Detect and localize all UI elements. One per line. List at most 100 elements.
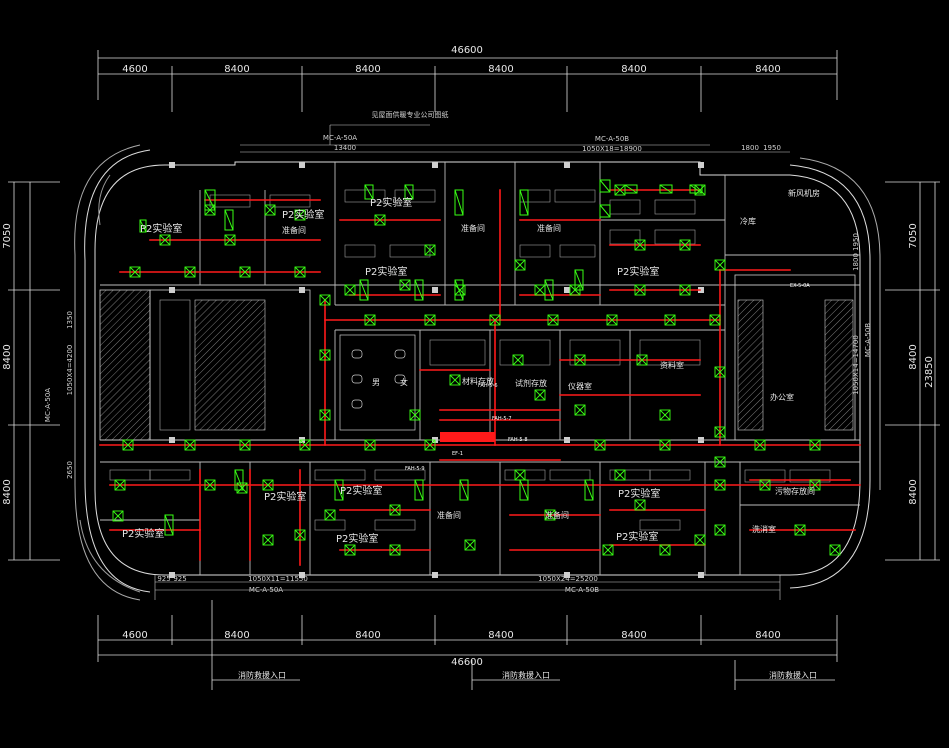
diffuser <box>344 544 356 556</box>
equipment-box <box>609 229 641 245</box>
equipment-box <box>639 339 701 366</box>
diffuser <box>606 314 618 326</box>
right-spacing: 1050X14=14700 <box>852 335 860 395</box>
bottom-bay-label: 8400 <box>755 630 780 641</box>
bottom-total-width-label: 46600 <box>451 657 483 668</box>
entrance-label-1: 消防救援入口 <box>238 670 286 680</box>
room-label-lab-1: P2实验室 <box>140 222 182 235</box>
equipment-box <box>429 339 486 366</box>
diffuser <box>239 439 251 451</box>
air-diffusers <box>112 184 841 556</box>
bottom-left-tag: MC-A-50A <box>249 586 283 594</box>
equipment-box <box>654 229 696 245</box>
column-marker <box>564 572 570 578</box>
top-annotation-lines <box>240 124 790 153</box>
exhaust-hood <box>234 469 244 491</box>
bottom-annotation-lines <box>154 575 781 600</box>
column-marker <box>698 572 704 578</box>
top-bay-label: 8400 <box>355 64 380 75</box>
diffuser <box>294 266 306 278</box>
right-dim-b: 1950 <box>852 233 860 251</box>
room-label-lab-11: P2实验室 <box>616 530 658 543</box>
right-tag: MC-A-50B <box>864 323 872 357</box>
column-marker <box>698 287 704 293</box>
column-marker <box>432 162 438 168</box>
exhaust-hood <box>164 514 174 536</box>
top-note: 见屋面供暖专业公司图纸 <box>372 110 449 119</box>
column-marker <box>299 162 305 168</box>
left-dim-3: 8400 <box>2 479 13 504</box>
room-label-prep-1: 准备间 <box>461 223 485 233</box>
diffuser <box>534 284 546 296</box>
diffuser <box>319 294 331 306</box>
duct-tag-3: FAH-5-8 <box>508 437 528 443</box>
diffuser <box>714 524 726 536</box>
diffuser <box>694 534 706 546</box>
bottom-dim-b: 925 <box>173 575 186 583</box>
equipment-box <box>554 189 596 203</box>
diffuser <box>759 479 771 491</box>
exhaust-hood <box>204 189 216 211</box>
duct-tag-4: FAH-5-9 <box>405 466 425 472</box>
bottom-bay-label: 8400 <box>224 630 249 641</box>
diffuser <box>636 354 648 366</box>
room-label-prep-4: 准备间 <box>437 510 461 520</box>
diffuser <box>544 509 556 521</box>
equipment-box <box>519 244 551 258</box>
main-air-handler <box>440 432 495 442</box>
room-label-lab-4: P2实验室 <box>365 265 407 278</box>
left-dim-1: 7050 <box>2 223 13 248</box>
diffuser <box>424 244 436 256</box>
diffuser <box>679 239 691 251</box>
bottom-dim-a: 925 <box>157 575 170 583</box>
top-dimension-lines <box>97 50 838 112</box>
equipment-box <box>374 519 416 531</box>
diffuser <box>512 354 524 366</box>
left-dim-a: 2650 <box>66 461 74 479</box>
entrance-label-2: 消防救援入口 <box>502 670 550 680</box>
equipment-box <box>549 469 591 481</box>
room-label-lab-9: P2实验室 <box>336 532 378 545</box>
total-width-label: 46600 <box>451 45 483 56</box>
diffuser <box>659 544 671 556</box>
diffuser <box>489 314 501 326</box>
right-total-label: 23850 <box>924 356 935 388</box>
column-marker <box>169 162 175 168</box>
bottom-right-spacing: 1050X24=25200 <box>538 575 598 583</box>
duct-tag-5: EF-1 <box>452 451 463 457</box>
top-dim-b: 1950 <box>763 144 781 152</box>
lab-equipment <box>109 189 831 531</box>
exhaust-hood <box>404 184 414 200</box>
equipment-box <box>344 244 376 258</box>
exhaust-hood <box>454 279 464 301</box>
exhaust-hood <box>459 479 469 501</box>
diffuser <box>679 284 691 296</box>
exhaust-hood <box>599 179 611 193</box>
diffuser <box>262 479 274 491</box>
diffuser <box>114 479 126 491</box>
column-marker <box>698 162 704 168</box>
bottom-bay-label: 8400 <box>621 630 646 641</box>
column-marker <box>299 572 305 578</box>
diffuser <box>714 456 726 468</box>
room-label-office: 办公室 <box>770 392 794 402</box>
diffuser <box>547 314 559 326</box>
bottom-bay-label: 8400 <box>488 630 513 641</box>
diffuser <box>634 239 646 251</box>
diffuser <box>424 439 436 451</box>
column-marker <box>432 287 438 293</box>
diffuser <box>464 539 476 551</box>
room-label-lab-7: P2实验室 <box>264 490 306 503</box>
exhaust-hood <box>519 189 529 216</box>
diffuser <box>224 234 236 246</box>
diffuser <box>754 439 766 451</box>
room-label-prep-2: 准备间 <box>537 223 561 233</box>
duct-tag-6: EX-5-0A <box>790 283 810 289</box>
equipment-box <box>394 189 436 203</box>
room-label-women: 女 <box>400 377 408 387</box>
diffuser <box>264 204 276 216</box>
duct-tag-2: FAH-5-7 <box>492 416 512 422</box>
